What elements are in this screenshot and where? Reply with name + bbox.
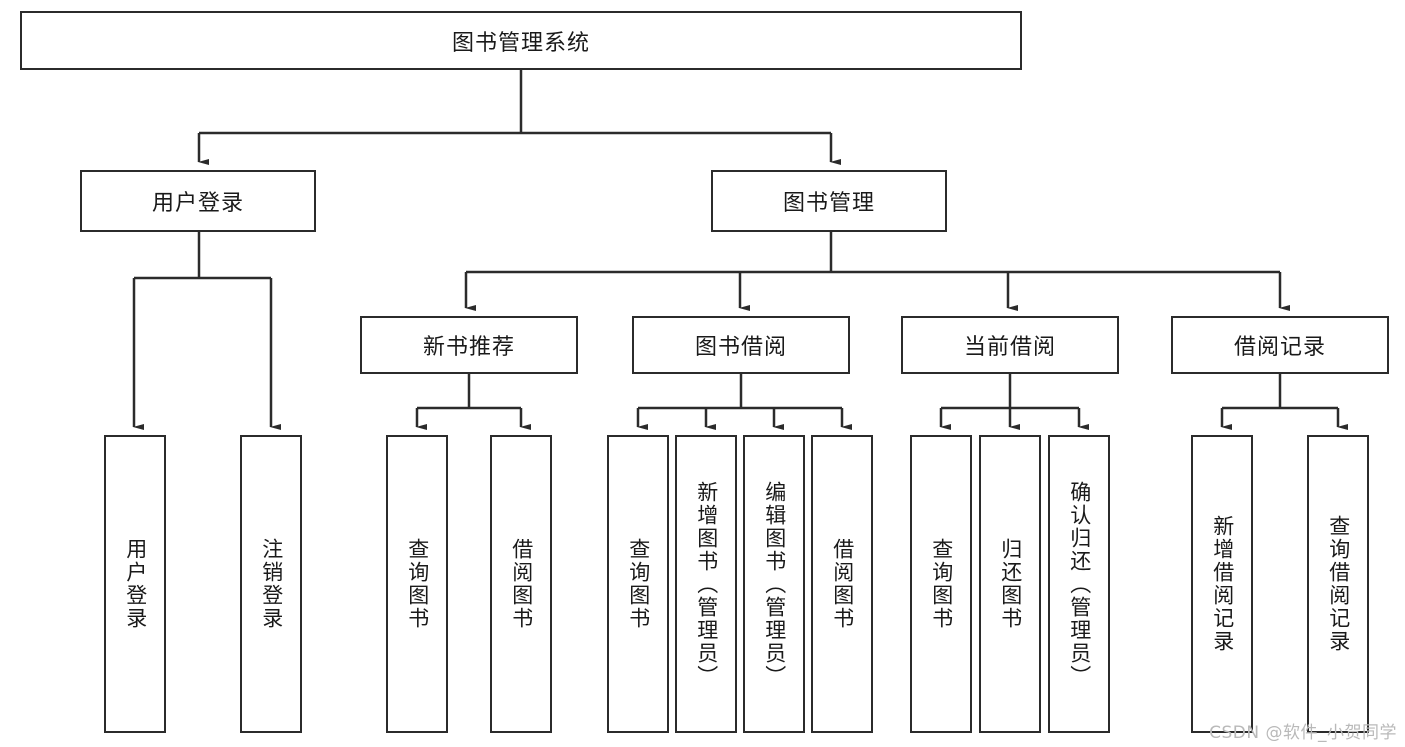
node-leaf-confirm-return-label: 确认归还（管理员）: [1067, 480, 1092, 688]
node-user-login[interactable]: 用户登录: [80, 170, 316, 232]
node-book-borrow-label: 图书借阅: [694, 335, 787, 360]
node-current-borrow-label: 当前借阅: [963, 335, 1056, 360]
node-leaf-query-record-label: 查询借阅记录: [1326, 515, 1351, 653]
node-leaf-borrow-book-2-label: 借阅图书: [830, 538, 855, 630]
node-leaf-edit-book[interactable]: 编辑图书（管理员）: [743, 435, 805, 733]
node-root[interactable]: 图书管理系统: [20, 11, 1022, 70]
node-root-label: 图书管理系统: [451, 30, 590, 56]
node-leaf-return-book[interactable]: 归还图书: [979, 435, 1041, 733]
node-book-borrow[interactable]: 图书借阅: [632, 316, 850, 374]
node-borrow-record[interactable]: 借阅记录: [1171, 316, 1389, 374]
node-leaf-borrow-book-1-label: 借阅图书: [509, 538, 534, 630]
node-leaf-query-book-2[interactable]: 查询图书: [607, 435, 669, 733]
node-leaf-user-logout-label: 注销登录: [259, 538, 284, 630]
node-leaf-query-record[interactable]: 查询借阅记录: [1307, 435, 1369, 733]
node-book-management[interactable]: 图书管理: [711, 170, 947, 232]
node-leaf-add-record-label: 新增借阅记录: [1210, 515, 1235, 653]
node-leaf-add-book-label: 新增图书（管理员）: [694, 480, 719, 688]
node-current-borrow[interactable]: 当前借阅: [901, 316, 1119, 374]
node-leaf-edit-book-label: 编辑图书（管理员）: [762, 480, 787, 688]
node-leaf-add-book[interactable]: 新增图书（管理员）: [675, 435, 737, 733]
node-leaf-borrow-book-2[interactable]: 借阅图书: [811, 435, 873, 733]
watermark: CSDN @软件_小贺同学: [1209, 723, 1397, 743]
node-leaf-query-book-1[interactable]: 查询图书: [386, 435, 448, 733]
node-leaf-add-record[interactable]: 新增借阅记录: [1191, 435, 1253, 733]
node-leaf-query-book-1-label: 查询图书: [405, 538, 430, 630]
node-new-book-recommend[interactable]: 新书推荐: [360, 316, 578, 374]
node-book-management-label: 图书管理: [782, 191, 875, 216]
node-new-book-recommend-label: 新书推荐: [422, 335, 515, 360]
node-leaf-query-book-3-label: 查询图书: [929, 538, 954, 630]
node-leaf-user-login-label: 用户登录: [123, 538, 148, 630]
node-leaf-user-login[interactable]: 用户登录: [104, 435, 166, 733]
node-leaf-confirm-return[interactable]: 确认归还（管理员）: [1048, 435, 1110, 733]
node-leaf-return-book-label: 归还图书: [998, 538, 1023, 630]
node-leaf-user-logout[interactable]: 注销登录: [240, 435, 302, 733]
node-borrow-record-label: 借阅记录: [1233, 335, 1326, 360]
node-leaf-query-book-3[interactable]: 查询图书: [910, 435, 972, 733]
node-leaf-query-book-2-label: 查询图书: [626, 538, 651, 630]
node-leaf-borrow-book-1[interactable]: 借阅图书: [490, 435, 552, 733]
node-user-login-label: 用户登录: [151, 191, 244, 216]
